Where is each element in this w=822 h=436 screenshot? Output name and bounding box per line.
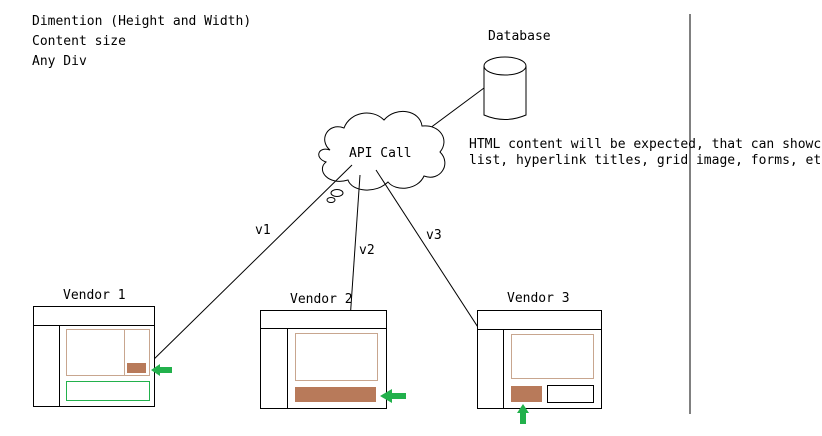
vendor-2-arrow-icon	[380, 389, 406, 403]
vendor-2-label: Vendor 2	[290, 292, 353, 307]
vendor-2-page	[260, 310, 387, 409]
api-call-label: API Call	[349, 146, 412, 161]
vendor-1-page	[33, 306, 155, 407]
connector-v3-label: v3	[426, 228, 442, 243]
vendor-3-page	[477, 310, 602, 409]
vendor-1-label: Vendor 1	[63, 288, 126, 303]
connector-v1-label: v1	[255, 223, 271, 238]
note-dimension: Dimention (Height and Width)	[32, 14, 252, 29]
vendor-2-content-box	[295, 333, 378, 381]
database-cylinder-icon	[483, 56, 527, 120]
vendor-3-side-box	[547, 385, 594, 403]
vendor-3-arrow-icon	[517, 404, 529, 424]
connector-v1	[146, 164, 353, 367]
description-line-2: list, hyperlink titles, grid image, form…	[469, 153, 822, 168]
database-label: Database	[488, 29, 551, 44]
note-any-div: Any Div	[32, 54, 87, 69]
vendor-3-highlight-slot	[511, 386, 542, 402]
vendor-3-content-box	[511, 334, 594, 379]
vendor-2-highlight-bar	[295, 387, 376, 402]
api-cloud-icon	[318, 111, 446, 203]
vendor-1-footer-box	[66, 381, 150, 401]
vendor-1-highlight-slot	[127, 363, 146, 373]
description-line-1: HTML content will be expected, that can …	[469, 137, 822, 152]
vendor-3-label: Vendor 3	[507, 291, 570, 306]
connector-v2-label: v2	[359, 243, 375, 258]
vendor-1-arrow-icon	[151, 364, 172, 376]
note-content-size: Content size	[32, 34, 126, 49]
